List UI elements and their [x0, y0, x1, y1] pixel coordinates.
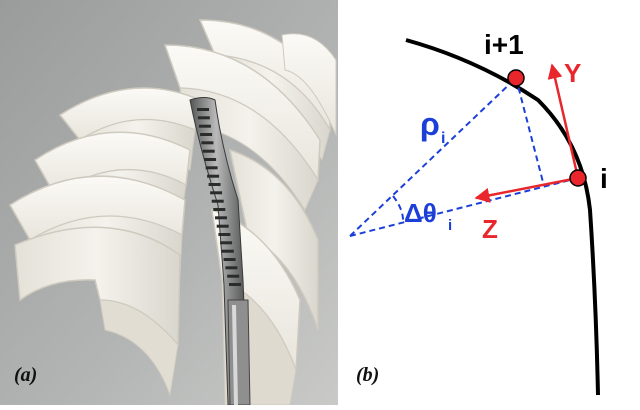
panel-a-caption: (a): [14, 364, 38, 386]
notch: [213, 208, 226, 211]
diagram-panel: i+1 i Y Z ρ i Δθ i (b): [338, 0, 640, 405]
plastic-segments: [8, 19, 337, 405]
notch: [207, 174, 220, 178]
notch: [202, 149, 215, 153]
point-i-marker: [569, 169, 587, 187]
notch: [227, 274, 240, 278]
notch: [200, 133, 213, 136]
point-i1-label: i+1: [484, 29, 524, 60]
base-line: [349, 177, 579, 237]
notch: [229, 283, 241, 286]
z-axis-arrow: [474, 176, 579, 203]
notch: [211, 199, 224, 203]
notch: [215, 216, 227, 220]
angle-arc: [392, 195, 405, 224]
notch: [201, 141, 214, 145]
notch: [220, 241, 233, 245]
notch: [221, 249, 234, 253]
point-i-label: i: [600, 163, 608, 194]
notch: [205, 166, 218, 170]
backbone-curve: [405, 38, 600, 396]
notch: [197, 108, 209, 111]
notch: [197, 116, 210, 120]
notch: [223, 258, 236, 261]
y-axis-arrow: [547, 63, 580, 179]
notch: [204, 158, 217, 161]
point-i1-marker: [507, 69, 525, 87]
panel-b-caption: (b): [356, 364, 380, 386]
notch: [218, 233, 231, 236]
rho-label: ρ: [420, 106, 440, 142]
curve-diagram: i+1 i Y Z ρ i Δθ i: [349, 29, 608, 396]
construction-lines: [349, 77, 579, 237]
notch: [208, 183, 221, 186]
y-axis-label: Y: [564, 58, 581, 88]
instrument-photo: [0, 0, 338, 405]
delta-theta-subscript: i: [448, 217, 452, 234]
notch: [216, 224, 229, 228]
rho-subscript: i: [441, 130, 445, 147]
photo-panel: (a): [0, 0, 338, 405]
z-axis-label: Z: [482, 214, 498, 244]
chord-line: [515, 77, 545, 187]
notch: [210, 191, 223, 195]
notched-instrument: [189, 97, 251, 405]
notch: [198, 124, 211, 128]
delta-theta-label: Δθ: [404, 198, 437, 228]
instrument-notches: [197, 108, 241, 286]
notch: [225, 266, 238, 270]
rho-line: [349, 77, 517, 237]
